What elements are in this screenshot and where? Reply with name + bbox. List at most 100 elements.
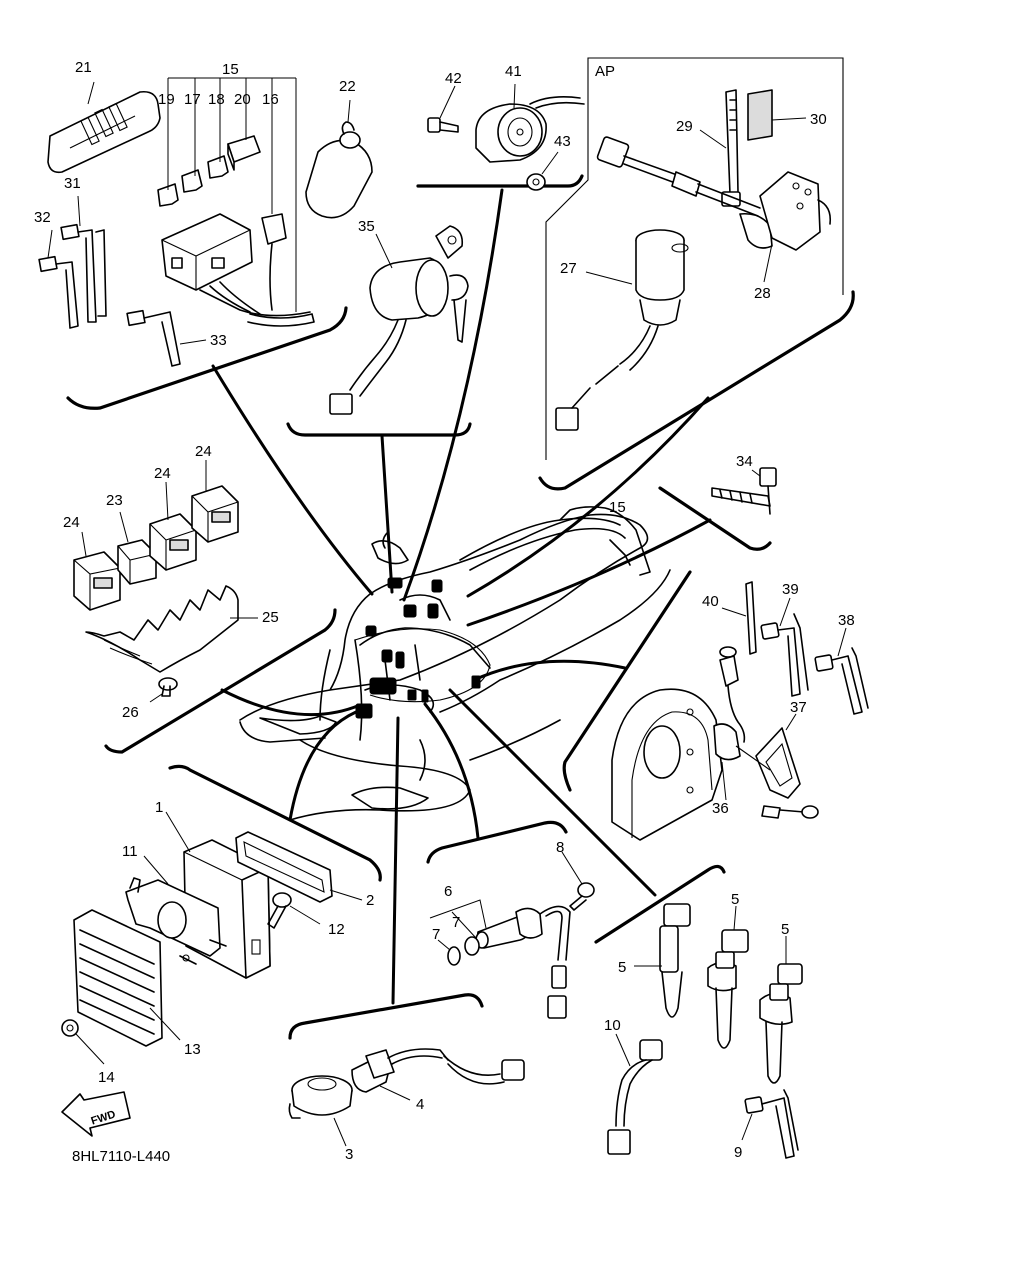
label-11: 11 [122, 843, 138, 860]
label-4: 4 [416, 1096, 424, 1113]
label-34: 34 [736, 453, 753, 470]
rectifier-group [61, 811, 363, 1137]
label-17: 17 [184, 91, 201, 108]
label-6: 6 [444, 883, 452, 900]
cable-tie-33 [126, 309, 181, 367]
strip-30 [747, 89, 773, 141]
fuse-box [161, 213, 315, 327]
bolt-42 [427, 85, 459, 133]
label-25: 25 [262, 609, 279, 626]
cable-10 [607, 1039, 663, 1155]
oring-7b [447, 946, 461, 966]
bracket-group-right [611, 581, 869, 841]
label-3: 3 [345, 1146, 353, 1163]
oring-7a [464, 936, 480, 956]
thermo-group [429, 851, 595, 1019]
frame-rectifier [168, 764, 382, 882]
label-18: 18 [208, 91, 225, 108]
label-33: 33 [210, 332, 227, 349]
frame-oil-sensor [288, 993, 484, 1040]
label-7b: 7 [432, 926, 440, 943]
label-10: 10 [604, 1017, 621, 1034]
bracket-plate [611, 688, 723, 841]
cable-tie-38 [814, 627, 869, 715]
fwd-arrow [61, 1091, 131, 1137]
label-5a: 5 [618, 959, 626, 976]
coil-5a [659, 903, 691, 1018]
bracket-11 [125, 855, 227, 957]
label-27: 27 [560, 260, 577, 277]
cable-tie-34 [711, 467, 777, 515]
frame-thermo [426, 820, 568, 864]
ap-panel [545, 57, 844, 460]
frame-right-bracket [562, 570, 692, 792]
label-8: 8 [556, 839, 564, 856]
fuse-19 [157, 183, 179, 207]
part-numbers: 1 2 3 4 5 5 5 6 7 7 8 9 10 11 12 13 14 1… [34, 59, 855, 1165]
label-14: 14 [98, 1069, 115, 1086]
label-32: 32 [34, 209, 51, 226]
label-2: 2 [366, 892, 374, 909]
relay-23 [117, 539, 157, 585]
bracket-37 [735, 713, 819, 819]
fuse-label-plate [47, 90, 161, 174]
label-37: 37 [790, 699, 807, 716]
frame-tie-34 [658, 486, 772, 551]
connector-16 [261, 213, 287, 245]
label-26: 26 [122, 704, 139, 721]
fuse-18 [207, 155, 229, 179]
cable-tie-31 [60, 223, 107, 323]
relay-24-right [191, 485, 239, 543]
relay-24-mid [149, 513, 197, 571]
sensor-40 [719, 581, 757, 743]
label-5c: 5 [781, 921, 789, 938]
nut-43 [526, 151, 559, 191]
relay-bracket-25 [85, 585, 258, 673]
label-9: 9 [734, 1144, 742, 1161]
sensor-41 [427, 83, 585, 191]
coil-group [607, 903, 803, 1159]
label-15-top: 15 [222, 61, 239, 78]
relay-group [73, 460, 258, 703]
frame-main-switch [286, 422, 472, 437]
label-15-hull: 15 [609, 499, 626, 516]
fuse-17 [181, 169, 203, 193]
hull [239, 506, 671, 821]
label-41: 41 [505, 63, 522, 80]
cable-tie-32 [38, 255, 79, 329]
coil-5b [707, 929, 749, 1049]
socket-27 [555, 229, 689, 431]
label-24-right: 24 [195, 443, 212, 460]
label-7a: 7 [452, 914, 460, 931]
harness-4 [351, 1048, 525, 1101]
cable-tie-29 [721, 89, 741, 207]
cable-tie-9 [741, 1089, 799, 1159]
label-36: 36 [712, 800, 729, 817]
frame-sensor-top [416, 174, 584, 188]
label-5b: 5 [731, 891, 739, 908]
gasket-2 [235, 831, 363, 903]
label-40: 40 [702, 593, 719, 610]
relay-24-left [73, 551, 121, 611]
label-42: 42 [445, 70, 462, 87]
label-20: 20 [234, 91, 251, 108]
label-23: 23 [106, 492, 123, 509]
label-19: 19 [158, 91, 175, 108]
label-39: 39 [782, 581, 799, 598]
bolt-26 [149, 677, 178, 703]
clamp-36 [713, 723, 741, 801]
oil-sensor-group [288, 1048, 525, 1147]
label-12: 12 [328, 921, 345, 938]
bottle-22 [305, 99, 373, 219]
nut-14 [61, 1019, 105, 1065]
rectifier-13 [73, 909, 197, 1047]
label-28: 28 [754, 285, 771, 302]
ap-label: AP [595, 63, 615, 80]
main-switch-35 [329, 225, 469, 415]
sensor-3 [288, 1075, 353, 1147]
frame-fuse-box [66, 306, 348, 410]
cable-assembly [596, 136, 832, 251]
drawing-code: 8HL7110-L440 [72, 1148, 170, 1165]
bolt-8 [561, 851, 595, 911]
